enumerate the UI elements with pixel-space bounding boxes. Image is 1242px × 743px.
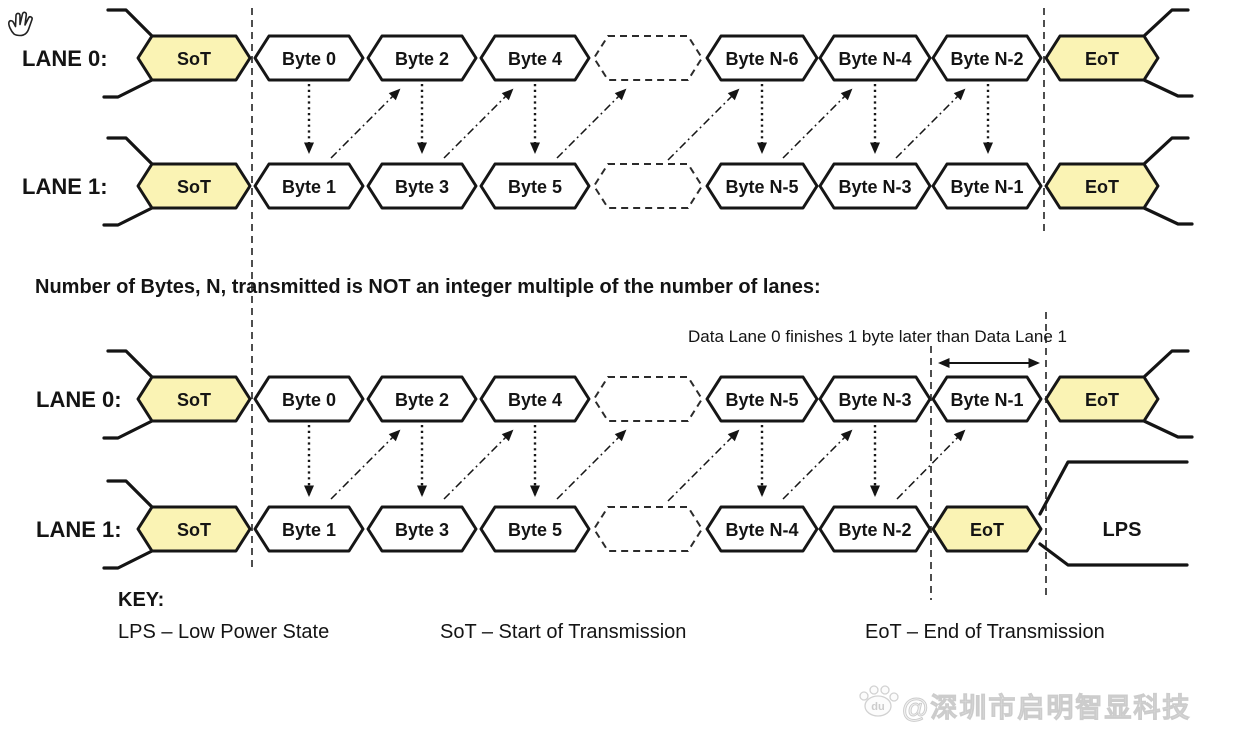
lps-rail-bottom	[1038, 542, 1189, 567]
hand-cursor-icon	[8, 11, 33, 37]
s1-lane1-label: LANE 1:	[22, 174, 108, 199]
lane-lead-out	[1142, 419, 1194, 439]
key-title: KEY:	[118, 589, 164, 611]
s2-lane0-byteN1-text: Byte N-1	[950, 390, 1023, 410]
s1-lane0-byte0-text: Byte 0	[282, 49, 336, 69]
s1-lane1-byteN5-text: Byte N-5	[725, 177, 798, 197]
s2-lane1-byte5-text: Byte 5	[508, 520, 562, 540]
lane-lead-in	[102, 549, 154, 570]
s1-lane0-ellipsis-box	[593, 35, 703, 81]
section2: Data Lane 0 finishes 1 byte later than D…	[36, 327, 1194, 570]
lane-lead-in	[106, 479, 154, 509]
s2-lane0-byteN5-text: Byte N-5	[725, 390, 798, 410]
watermark-text: @深圳市启明智显科技	[902, 692, 1191, 723]
s2-lane1-sot-text: SoT	[177, 520, 211, 540]
s2-lane0-sot-text: SoT	[177, 390, 211, 410]
lane-lead-in	[102, 206, 154, 227]
diagonal-arrow	[667, 429, 740, 502]
lps-rail-top	[1038, 460, 1189, 516]
lane-lead-in	[102, 78, 154, 99]
s2-lane1-eot-text: EoT	[970, 520, 1004, 540]
diagonal-arrow	[443, 429, 514, 500]
lps-region-label: LPS	[1103, 519, 1142, 541]
diagonal-arrow	[782, 429, 853, 500]
s1-lane0-byte4-text: Byte 4	[508, 49, 562, 69]
lane-lead-out	[1142, 78, 1194, 98]
diagonal-arrow	[895, 88, 966, 159]
diagonal-arrow	[667, 88, 740, 161]
annotation-text: Data Lane 0 finishes 1 byte later than D…	[688, 327, 1067, 346]
s2-lane1-byte3-text: Byte 3	[395, 520, 449, 540]
lane-lead-out	[1142, 136, 1190, 166]
s1-lane0-label: LANE 0:	[22, 46, 108, 71]
s1-lane0-sot-text: SoT	[177, 49, 211, 69]
s2-lane1-ellipsis-box	[593, 506, 703, 552]
s1-lane0-byteN2-text: Byte N-2	[950, 49, 1023, 69]
s1-lane1-byteN1-text: Byte N-1	[950, 177, 1023, 197]
note-text: Number of Bytes, N, transmitted is NOT a…	[35, 276, 821, 298]
s1-lane0-byteN6-text: Byte N-6	[725, 49, 798, 69]
s2-arrows	[304, 425, 966, 502]
baidu-paw-icon: du	[859, 685, 899, 717]
section1: LANE 0: SoT Byte 0 Byte 2 Byte 4 Byte N-…	[22, 8, 1194, 227]
watermark: du @深圳市启明智显科技	[859, 685, 1191, 723]
key-item-eot: EoT – End of Transmission	[865, 621, 1105, 643]
s1-lane1-byte1-text: Byte 1	[282, 177, 336, 197]
s2-lane0-eot-text: EoT	[1085, 390, 1119, 410]
s2-lane0-byte0-text: Byte 0	[282, 390, 336, 410]
lane-lead-in	[106, 8, 154, 38]
diagonal-arrow	[443, 88, 514, 159]
diagonal-arrow	[330, 88, 401, 159]
diagonal-arrow	[896, 429, 966, 500]
diagonal-arrow	[782, 88, 853, 159]
s2-lane0-label: LANE 0:	[36, 387, 122, 412]
s1-lane1-sot-text: SoT	[177, 177, 211, 197]
s2-lane1-byte1-text: Byte 1	[282, 520, 336, 540]
s2-lane1-label: LANE 1:	[36, 517, 122, 542]
s2-lane0-byte2-text: Byte 2	[395, 390, 449, 410]
s1-lane1-byte5-text: Byte 5	[508, 177, 562, 197]
key-legend: KEY: LPS – Low Power State SoT – Start o…	[118, 589, 1105, 643]
lane-lead-in	[106, 136, 154, 166]
diagonal-arrow	[556, 88, 627, 159]
s2-lane0-ellipsis-box	[593, 376, 703, 422]
key-item-sot: SoT – Start of Transmission	[440, 621, 686, 643]
s1-arrows	[304, 84, 993, 161]
diagonal-arrow	[556, 429, 627, 500]
s1-lane1-byteN3-text: Byte N-3	[838, 177, 911, 197]
s2-lane0-byte4-text: Byte 4	[508, 390, 562, 410]
s2-lane1-byteN2-text: Byte N-2	[838, 520, 911, 540]
lane-lead-out	[1142, 349, 1190, 379]
watermark-badge-text: du	[871, 701, 884, 713]
lane-lead-out	[1142, 8, 1190, 38]
s1-lane0-eot-text: EoT	[1085, 49, 1119, 69]
key-item-lps: LPS – Low Power State	[118, 621, 329, 643]
lane-lead-in	[106, 349, 154, 379]
s2-lane1-byteN4-text: Byte N-4	[725, 520, 798, 540]
lane-lead-out	[1142, 206, 1194, 226]
guide-lines	[251, 8, 1047, 600]
diagonal-arrow	[330, 429, 401, 500]
s1-lane0-byteN4-text: Byte N-4	[838, 49, 911, 69]
s1-lane1-byte3-text: Byte 3	[395, 177, 449, 197]
s1-lane0-byte2-text: Byte 2	[395, 49, 449, 69]
s1-lane1-ellipsis-box	[593, 163, 703, 209]
lane-lead-in	[102, 419, 154, 440]
s2-lane0-byteN3-text: Byte N-3	[838, 390, 911, 410]
s1-lane1-eot-text: EoT	[1085, 177, 1119, 197]
